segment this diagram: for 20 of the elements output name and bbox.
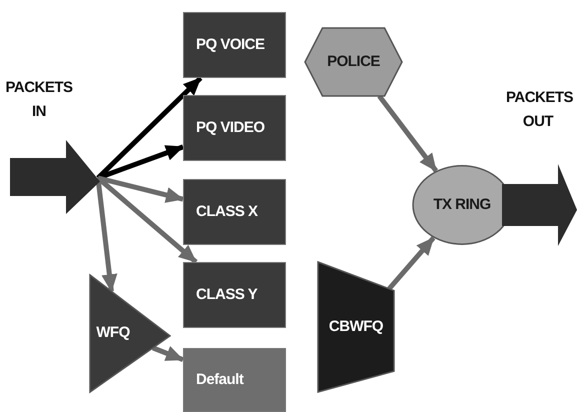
queue-box bbox=[183, 179, 286, 245]
queue-box bbox=[183, 262, 286, 328]
queue-box bbox=[183, 12, 286, 78]
queue-label: CLASS Y bbox=[196, 284, 258, 305]
shape-label: TX RING bbox=[433, 194, 491, 215]
queue-label: Default bbox=[196, 370, 244, 390]
arrow bbox=[387, 236, 436, 290]
arrow bbox=[152, 346, 184, 362]
arrow bbox=[96, 76, 202, 180]
queue-label: CLASS X bbox=[196, 202, 258, 222]
shape-label: WFQ bbox=[96, 323, 130, 344]
queue-box bbox=[183, 95, 286, 161]
queue-label: PQ VOICE bbox=[196, 34, 265, 55]
arrow bbox=[96, 176, 198, 264]
arrow bbox=[97, 176, 184, 203]
queue-label: PQ VIDEO bbox=[196, 118, 265, 138]
shape-label: POLICE bbox=[327, 52, 380, 72]
queue-box bbox=[183, 348, 286, 412]
shape-label: CBWFQ bbox=[328, 316, 384, 337]
arrow-caption: PACKETS IN bbox=[4, 78, 74, 122]
